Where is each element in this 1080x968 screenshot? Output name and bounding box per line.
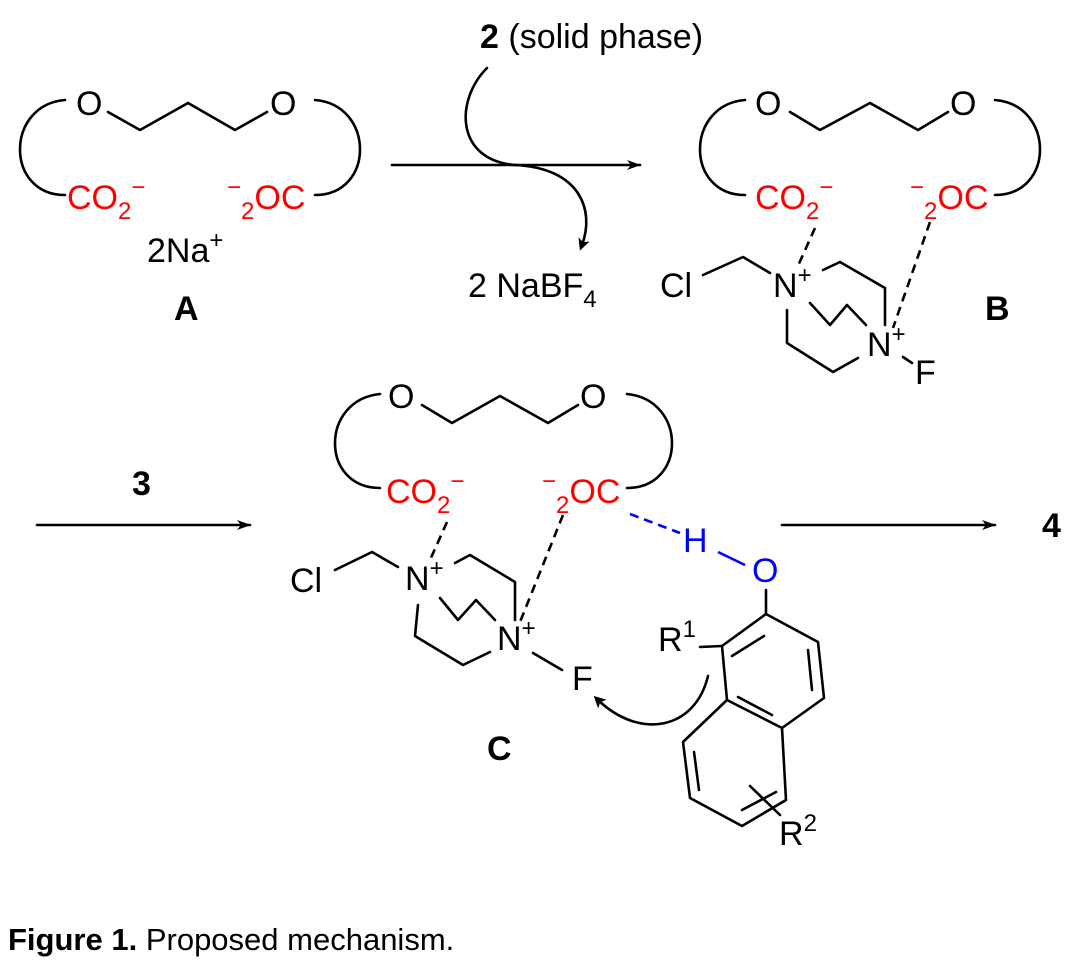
propylene-linker [788,101,950,132]
figure-caption: Figure 1. Proposed mechanism. [8,922,454,958]
ether-oxygen-left: O [755,85,781,123]
ammonium-n2: N+ [867,321,906,364]
ammonium-n1: N+ [773,262,812,305]
backbone-arc-right [993,98,1042,197]
caption-text: Proposed mechanism. [145,922,455,957]
carboxylate-left: CO2− [386,468,464,519]
label-a: A [174,290,199,328]
ether-oxygen-left: O [388,378,414,416]
label-c: C [487,730,512,768]
reagent-3: 3 [132,465,151,503]
product-4: 4 [1042,507,1061,545]
carboxylate-left: CO2− [67,174,145,225]
n-f-bond [901,355,914,365]
r2-substituent: R2 [779,810,817,853]
r1-substituent: R1 [658,616,696,659]
ether-oxygen-left: O [76,85,102,123]
double-bond-inner-4 [692,750,701,792]
naphthol-ring: R1 R2 [658,588,826,853]
step-to-c: 3 [35,465,252,530]
n-f-bond [531,651,564,672]
propylene-linker [420,394,580,425]
fluorine-atom: F [915,354,936,392]
step-a-to-b: 2 (solid phase) 2 NaBF4 [390,18,703,313]
ring-a-outer [720,612,826,730]
hydroxyl-hydrogen: H [683,522,708,560]
backbone-arc-right [313,98,362,197]
ether-oxygen-right: O [580,378,606,416]
carboxylate-right: −2OC [542,468,620,519]
cage-bridge-middle [438,596,497,622]
double-bond-inner-5 [740,790,778,812]
step-c-to-4: 4 [780,507,1061,545]
cage-bridge-upper [821,260,887,327]
carboxylate-right: −2OC [227,174,305,225]
sodium-counterion: 2Na+ [147,227,223,270]
chloromethyl-bond [701,255,772,277]
byproduct-nabf4: 2 NaBF4 [468,267,597,313]
cage-bridge-lower [413,603,492,667]
ammonium-n1: N+ [405,555,444,598]
o-h-bond [717,550,746,567]
chlorine-atom: Cl [660,267,692,305]
ring-b-outer [681,698,788,828]
backbone-arc-right [625,392,674,490]
double-bond-inner-3 [736,695,774,717]
backbone-arc-left [333,392,382,490]
r2-substituent-bond [748,784,782,817]
species-a: O O CO2− −2OC 2Na+ A [18,85,362,328]
ether-oxygen-right: O [950,85,976,123]
double-bond-inner-1 [730,634,766,658]
cage-bridge-lower [785,308,860,374]
double-bond-inner-2 [806,648,814,692]
reagent-2: 2 (solid phase) [480,18,703,56]
species-b: O O CO2− −2OC Cl N+ N+ F B [660,85,1042,392]
ammonium-n2: N+ [497,615,536,658]
carboxylate-left: CO2− [755,174,833,225]
curved-arrow-reagent-in [464,66,517,167]
fluorine-atom: F [572,660,593,698]
label-b: B [985,290,1010,328]
ionic-contact-2 [518,514,565,623]
ionic-contact-1 [428,521,449,561]
backbone-arc-left [18,98,67,197]
cage-bridge-middle [808,301,868,327]
curved-arrow-fluorine-transfer [593,674,710,726]
curved-arrow-byproduct-out [513,163,590,251]
propylene-linker [106,101,269,132]
ether-oxygen-right: O [270,85,296,123]
chlorine-atom: Cl [290,562,322,600]
hydroxyl-oxygen: O [752,552,778,590]
ionic-contact-1 [795,227,817,269]
caption-label: Figure 1. [8,922,138,957]
carboxylate-right: −2OC [910,174,988,225]
ionic-contact-2 [891,221,932,329]
backbone-arc-left [698,98,747,197]
hydrogen-bond [629,512,681,535]
species-c: O O CO2− −2OC H O Cl N+ N+ F [290,378,826,853]
cage-bridge-upper [453,553,517,622]
chloromethyl-bond [333,550,400,572]
r1-bond [698,644,724,649]
